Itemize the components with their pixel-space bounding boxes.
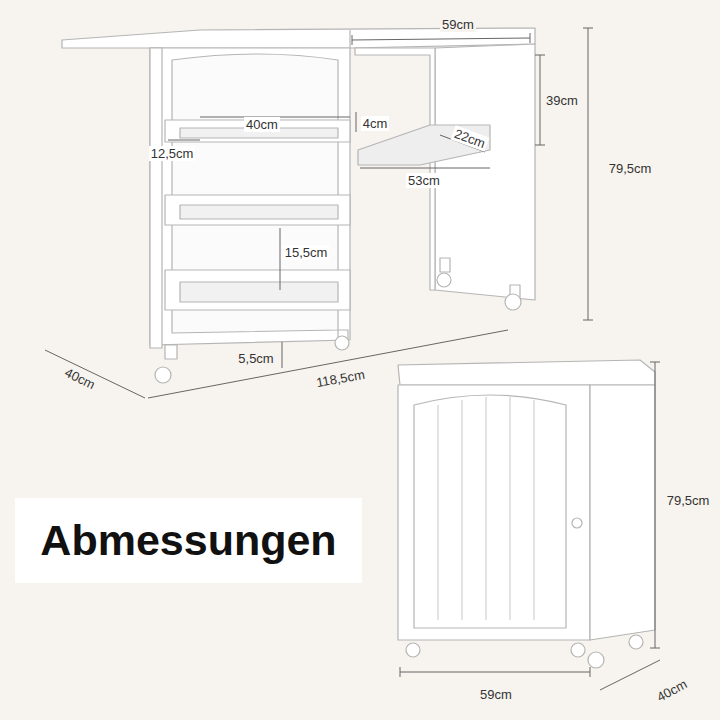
cabinet-door [414,395,566,628]
dimension-label: 118,5cm [313,366,368,390]
dimension-label: 79,5cm [665,493,712,508]
dimension-label: 59cm [440,17,476,32]
dimension-label: 5,5cm [236,351,275,366]
dimension-label: 53cm [406,173,442,188]
dimension-label: 40cm [653,675,692,705]
title-panel: Abmessungen [15,498,362,583]
cabinet-side [150,48,350,345]
dimension-label: 22cm [451,125,490,151]
cabinet-side [590,385,655,640]
dimension-label: 4cm [361,116,390,131]
cabinet-front [398,385,590,640]
dimension-label: 12,5cm [149,146,196,161]
dimension-lines [45,28,660,690]
title: Abmessungen [40,516,336,565]
dimension-label: 40cm [244,117,280,132]
dimension-label: 59cm [478,687,514,702]
leg-panel [435,44,535,300]
middle-shelf [358,125,490,165]
dimension-label: 79,5cm [607,161,654,176]
dimension-label: 40cm [61,363,100,392]
cabinet-top [398,360,655,385]
shelf [165,270,350,310]
shelf [165,195,350,225]
door-knob [572,518,582,528]
dimension-label: 15,5cm [283,245,330,260]
dimension-label: 39cm [544,93,580,108]
